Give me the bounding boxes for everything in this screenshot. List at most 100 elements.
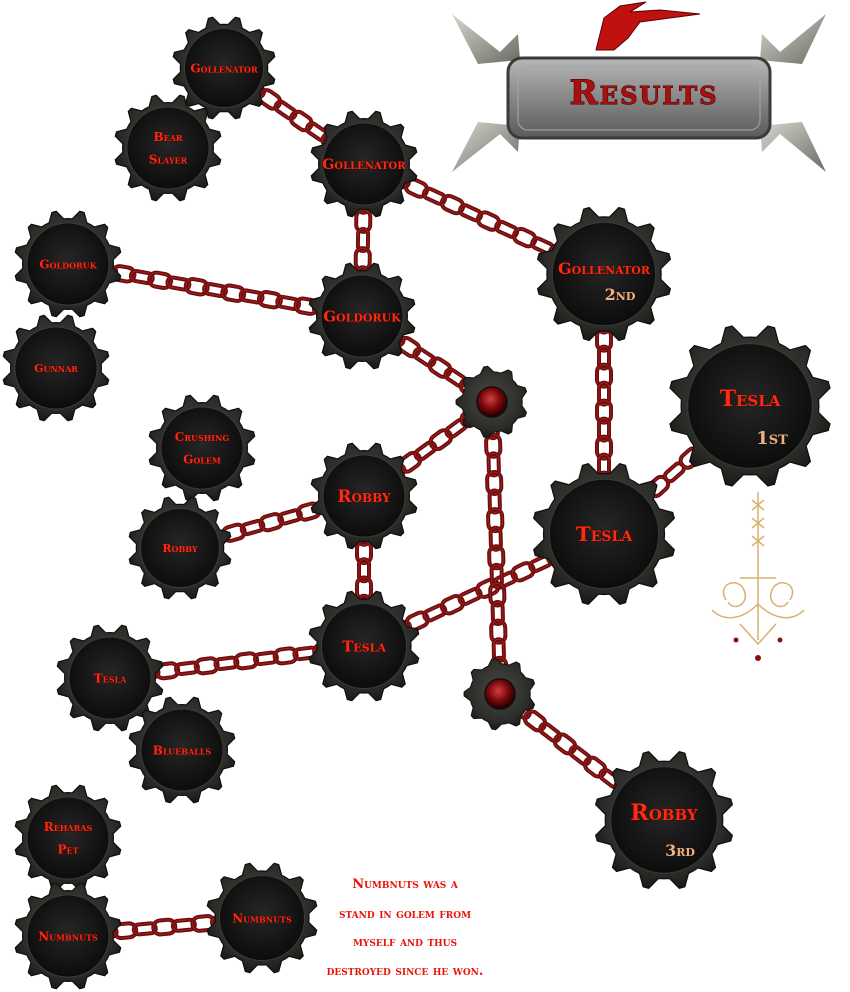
chain-link bbox=[233, 651, 260, 671]
gear-label: Numbnuts bbox=[232, 911, 292, 925]
banner-title: Results bbox=[570, 73, 719, 113]
blade-icon bbox=[760, 14, 826, 64]
chain-link bbox=[289, 109, 314, 133]
chain-link bbox=[487, 544, 506, 571]
gear-label: Slayer bbox=[149, 153, 188, 167]
note-line: destroyed since he won. bbox=[327, 964, 484, 979]
chain-link bbox=[128, 269, 155, 286]
chain-link bbox=[131, 921, 158, 937]
gear-node-g16: Robby 3rd bbox=[595, 751, 733, 889]
chain-link bbox=[112, 921, 139, 941]
winner-ornament-icon bbox=[711, 492, 805, 661]
blade-icon bbox=[452, 122, 520, 172]
chain-link bbox=[413, 440, 438, 462]
chain-link bbox=[595, 362, 613, 389]
gear-label: Gollenator bbox=[190, 61, 258, 75]
gear-node-g14: Tesla bbox=[56, 624, 164, 732]
chain-link bbox=[422, 603, 448, 623]
chain-link bbox=[512, 226, 538, 249]
chain-link bbox=[486, 507, 505, 534]
chain-link bbox=[277, 508, 303, 526]
chain-link bbox=[487, 488, 502, 515]
blade-icon bbox=[452, 14, 520, 64]
chain-link bbox=[404, 610, 430, 632]
gear-label: Robby bbox=[630, 800, 697, 826]
chain-link bbox=[597, 344, 611, 371]
chain-link bbox=[273, 99, 298, 121]
note-line: myself and thus bbox=[353, 935, 457, 950]
gear-label: Crushing bbox=[175, 430, 230, 444]
blade-icon bbox=[760, 122, 826, 172]
hub-gear-icon bbox=[455, 365, 528, 439]
gear-label: Golem bbox=[183, 453, 221, 467]
gear-node-g6: Goldoruk bbox=[308, 262, 416, 370]
placement-label: 3rd bbox=[665, 841, 695, 860]
note: Numbnuts was a stand in golem from mysel… bbox=[327, 877, 484, 979]
gear-label: Goldoruk bbox=[323, 307, 401, 325]
gear-node-g12: Tesla bbox=[533, 463, 675, 605]
placement-label: 1st bbox=[756, 428, 788, 449]
chain-link bbox=[494, 219, 520, 239]
chain-link bbox=[552, 732, 578, 756]
gear-node-g4: Goldoruk bbox=[14, 210, 122, 318]
note-line: stand in golem from bbox=[339, 907, 471, 922]
gear-label: Blueballs bbox=[153, 743, 212, 757]
chain-link bbox=[488, 525, 503, 552]
gear-node-g10: Robby bbox=[128, 496, 232, 600]
chain-link bbox=[510, 561, 536, 583]
chain-link bbox=[151, 917, 178, 937]
gear-node-g1: Gollenator bbox=[172, 16, 276, 120]
chain-link bbox=[272, 646, 299, 666]
gear-label: Bear bbox=[153, 130, 182, 144]
chain-link bbox=[428, 428, 454, 451]
gear-label: Tesla bbox=[720, 386, 781, 412]
chain-link bbox=[275, 294, 302, 311]
chain-link bbox=[355, 227, 371, 253]
chain-link bbox=[170, 917, 197, 933]
gear-label: Gollenator bbox=[558, 259, 651, 278]
placement-label: 2nd bbox=[605, 285, 636, 304]
gear-label: Gunnar bbox=[34, 362, 78, 375]
gear-label: Tesla bbox=[342, 637, 386, 655]
gear-node-g8: Tesla 1st bbox=[669, 325, 831, 487]
chain-link bbox=[458, 203, 483, 223]
chain-link bbox=[439, 193, 466, 216]
hub-gear-icon bbox=[463, 657, 536, 731]
chain-link bbox=[193, 656, 220, 676]
gear-label: Tesla bbox=[94, 671, 127, 685]
gear-node-g19: Numbnuts bbox=[206, 862, 318, 974]
chain-link bbox=[427, 356, 453, 379]
gear-node-g11: Robby bbox=[310, 442, 418, 550]
chain-link bbox=[485, 469, 504, 496]
gear-node-g15: Blueballs bbox=[128, 696, 236, 804]
chain-link bbox=[582, 755, 608, 779]
gear-label: Numbnuts bbox=[38, 929, 98, 943]
chain-link bbox=[412, 347, 437, 368]
chain-link bbox=[490, 600, 505, 627]
chain-link bbox=[475, 210, 502, 232]
gear-label: Gollenator bbox=[322, 157, 406, 173]
chain-link bbox=[597, 416, 611, 443]
banner-plate bbox=[506, 56, 772, 140]
gear-node-g13: Tesla bbox=[308, 590, 420, 702]
chain-link bbox=[484, 432, 503, 459]
chain-link bbox=[202, 281, 228, 299]
chain-link bbox=[489, 618, 508, 645]
chain-link bbox=[213, 655, 240, 672]
chain-link bbox=[439, 594, 466, 616]
chain-link bbox=[238, 288, 265, 305]
gear-label: Reharas bbox=[44, 820, 93, 834]
bird-logo-icon bbox=[595, 1, 701, 51]
results-banner: Results bbox=[452, 1, 826, 172]
chain-link bbox=[486, 451, 501, 478]
chain-link bbox=[488, 581, 507, 608]
chain-link bbox=[568, 744, 592, 767]
chain-link bbox=[252, 650, 279, 667]
chain-link bbox=[357, 557, 371, 584]
gear-label: Robby bbox=[162, 542, 197, 555]
